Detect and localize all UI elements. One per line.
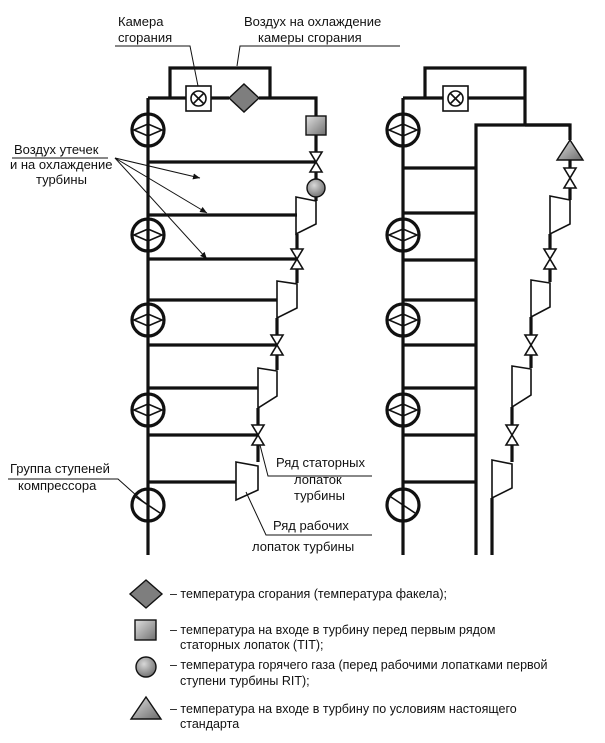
compressor-stage <box>385 302 421 338</box>
triangle-marker-icon <box>555 138 585 161</box>
legend-item: – температура горячего газа (перед рабоч… <box>135 656 547 688</box>
bypass-line <box>474 123 572 555</box>
left-diagram <box>8 45 400 555</box>
compressor-stage <box>385 217 421 253</box>
stator-row-label: Ряд статорных <box>276 455 366 470</box>
diagram-labels: Камера сгорания Воздух на охлаждение кам… <box>10 14 381 554</box>
square-marker-icon <box>305 115 327 136</box>
compressor-stage <box>130 392 166 428</box>
legend-text: стандарта <box>180 717 239 731</box>
compressor-stage <box>130 487 166 523</box>
triangle-icon <box>129 695 163 720</box>
legend-text: – температура сгорания (температура факе… <box>170 587 447 601</box>
compressor-stage <box>385 392 421 428</box>
legend-item: – температура сгорания (температура факе… <box>128 579 447 609</box>
compressor-stage <box>385 112 421 148</box>
legend-text: – температура горячего газа (перед рабоч… <box>170 658 547 672</box>
cooling-loop-line <box>168 66 272 98</box>
rotor-row-label: Ряд рабочих <box>273 518 349 533</box>
turbine-path <box>490 138 585 555</box>
circle-marker-icon <box>306 178 326 198</box>
compressor-stage <box>130 302 166 338</box>
legend-text: ступени турбины RIT); <box>180 674 310 688</box>
rotor-row-label: лопаток турбины <box>252 539 354 554</box>
compressor-stage <box>130 112 166 148</box>
legend-item: – температура на входе в турбину по усло… <box>129 695 517 731</box>
combustion-chamber <box>442 85 469 112</box>
compressor-stage <box>385 487 421 523</box>
right-diagram <box>385 66 585 555</box>
stator-row-label: лопаток <box>294 472 342 487</box>
circle-icon <box>135 656 157 678</box>
leak-air-label: Воздух утечек <box>14 142 99 157</box>
legend: – температура сгорания (температура факе… <box>128 579 547 731</box>
top-flow-line <box>259 96 318 116</box>
leak-air-label: и на охлаждение <box>10 157 112 172</box>
cooling-air-label: Воздух на охлаждение <box>244 14 381 29</box>
compressor-group-label: Группа ступеней <box>10 461 110 476</box>
cooling-air-label: камеры сгорания <box>258 30 362 45</box>
combustion-chamber-label: Камера <box>118 14 164 29</box>
diamond-marker-icon <box>227 83 261 113</box>
combustion-chamber-label: сгорания <box>118 30 172 45</box>
square-icon <box>134 619 157 641</box>
leak-air-label: турбины <box>36 172 87 187</box>
turbine-path <box>235 115 327 502</box>
stator-row-label: турбины <box>294 488 345 503</box>
legend-text: статорных лопаток (TIT); <box>180 638 323 652</box>
legend-text: – температура на входе в турбину по усло… <box>170 702 517 716</box>
diamond-icon <box>128 579 164 609</box>
compressor-group-label: компрессора <box>18 478 97 493</box>
combustion-chamber <box>185 85 212 112</box>
legend-text: – температура на входе в турбину перед п… <box>170 623 495 637</box>
legend-item: – температура на входе в турбину перед п… <box>134 619 495 652</box>
compressor-stage <box>130 217 166 253</box>
